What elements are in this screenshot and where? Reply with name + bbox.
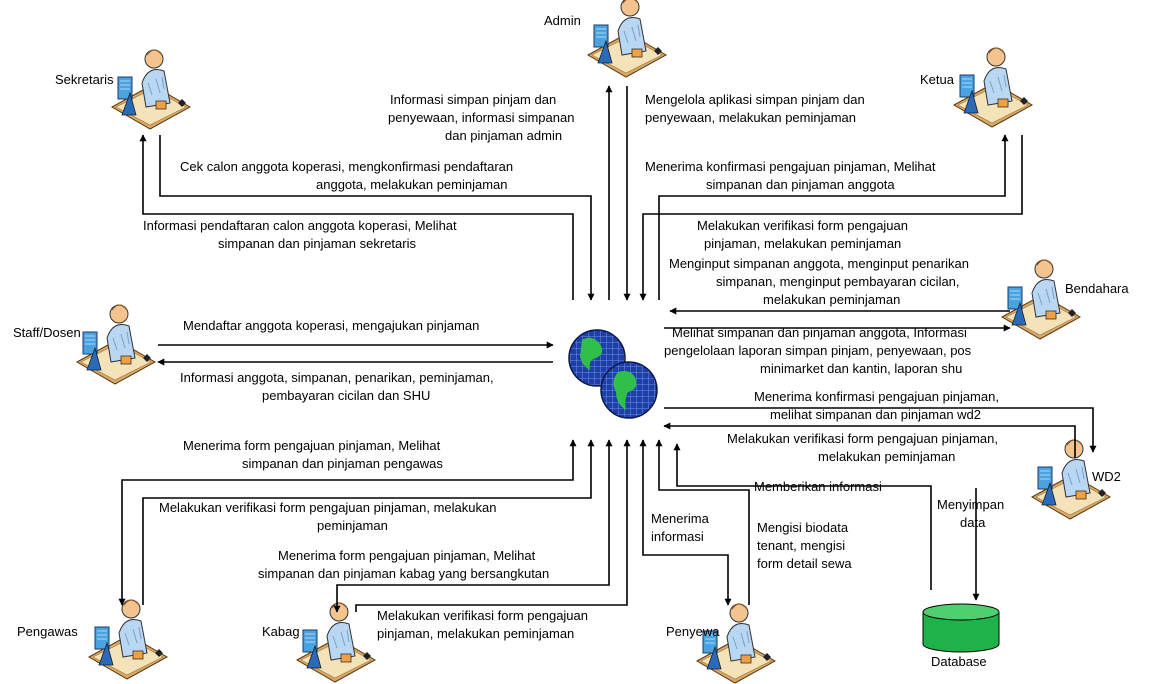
flow-label-admin-in: Mengelola aplikasi simpan pinjam dan pen… [645, 92, 868, 125]
flow-label-bendahara-in: Menginput simpanan anggota, menginput pe… [669, 256, 973, 307]
flow-arrow-sekretaris-in [159, 135, 595, 301]
actor-label-database: Database [931, 654, 987, 669]
flow-arrow-ketua-in [639, 135, 1023, 301]
flow-label-database-out: Memberikan informasi [754, 479, 882, 494]
sekretaris-workstation-person-icon [111, 49, 191, 130]
flow-label-admin-out: Informasi simpan pinjam dan penyewaan, i… [388, 92, 578, 143]
database-cylinder-icon [922, 603, 1000, 653]
penyewa-workstation-person-icon [696, 603, 776, 684]
actor-label-admin: Admin [544, 13, 581, 28]
actor-label-sekretaris: Sekretaris [55, 72, 114, 87]
flow-label-ketua-in: Melakukan verifikasi form pengajuan pinj… [697, 218, 912, 251]
globe-network-icon [568, 329, 658, 419]
actor-label-kabag: Kabag [262, 624, 300, 639]
flow-label-pengawas-in: Melakukan verifikasi form pengajuan pinj… [159, 500, 500, 533]
flow-label-bendahara-out: Melihat simpanan dan pinjaman anggota, I… [664, 325, 975, 376]
flow-arrow-kabag-out [333, 439, 613, 613]
actor-label-staff: Staff/Dosen [13, 325, 81, 340]
flow-label-sekretaris-out: Informasi pendaftaran calon anggota kope… [143, 218, 460, 251]
kabag-workstation-person-icon [296, 602, 376, 683]
ketua-workstation-person-icon [953, 47, 1033, 128]
flow-arrow-kabag-in [355, 439, 631, 612]
bendahara-workstation-person-icon [1001, 259, 1081, 340]
flow-label-ketua-out: Menerima konfirmasi pengajuan pinjaman, … [645, 159, 939, 192]
pengawas-workstation-person-icon [88, 599, 168, 680]
actor-label-penyewa: Penyewa [666, 624, 720, 639]
flow-label-kabag-out: Menerima form pengajuan pinjaman, Meliha… [258, 548, 549, 581]
flow-arrow-ketua-out [658, 134, 1009, 300]
flow-label-wd2-in: Melakukan verifikasi form pengajuan pinj… [727, 431, 1002, 464]
flow-label-sekretaris-in: Cek calon anggota koperasi, mengkonfirma… [180, 159, 517, 192]
flow-label-staff-in: Mendaftar anggota koperasi, mengajukan p… [183, 318, 479, 333]
flow-label-kabag-in: Melakukan verifikasi form pengajuan pinj… [377, 608, 592, 641]
actor-label-bendahara: Bendahara [1065, 281, 1129, 296]
actor-label-ketua: Ketua [920, 72, 955, 87]
flow-arrow-wd2-out [664, 407, 1097, 453]
flow-arrow-penyewa-in [655, 439, 750, 605]
flow-label-database-in: Menyimpan data [937, 497, 1008, 530]
flow-arrow-penyewa-out [639, 439, 732, 606]
flow-label-penyewa-in: Mengisi biodata tenant, mengisi form det… [757, 520, 852, 571]
staff-workstation-person-icon [76, 304, 156, 385]
flow-label-staff-out: Informasi anggota, simpanan, penarikan, … [180, 370, 497, 403]
flow-arrow-sekretaris-out [139, 134, 574, 300]
actor-label-wd2: WD2 [1092, 469, 1121, 484]
admin-workstation-person-icon [587, 0, 667, 78]
flow-label-pengawas-out: Menerima form pengajuan pinjaman, Meliha… [183, 438, 444, 471]
flow-label-penyewa-out: Menerima informasi [651, 511, 712, 544]
flow-arrow-wd2-in [663, 422, 1076, 458]
actor-label-pengawas: Pengawas [17, 624, 78, 639]
flow-label-wd2-out: Menerima konfirmasi pengajuan pinjaman, … [754, 389, 1003, 422]
